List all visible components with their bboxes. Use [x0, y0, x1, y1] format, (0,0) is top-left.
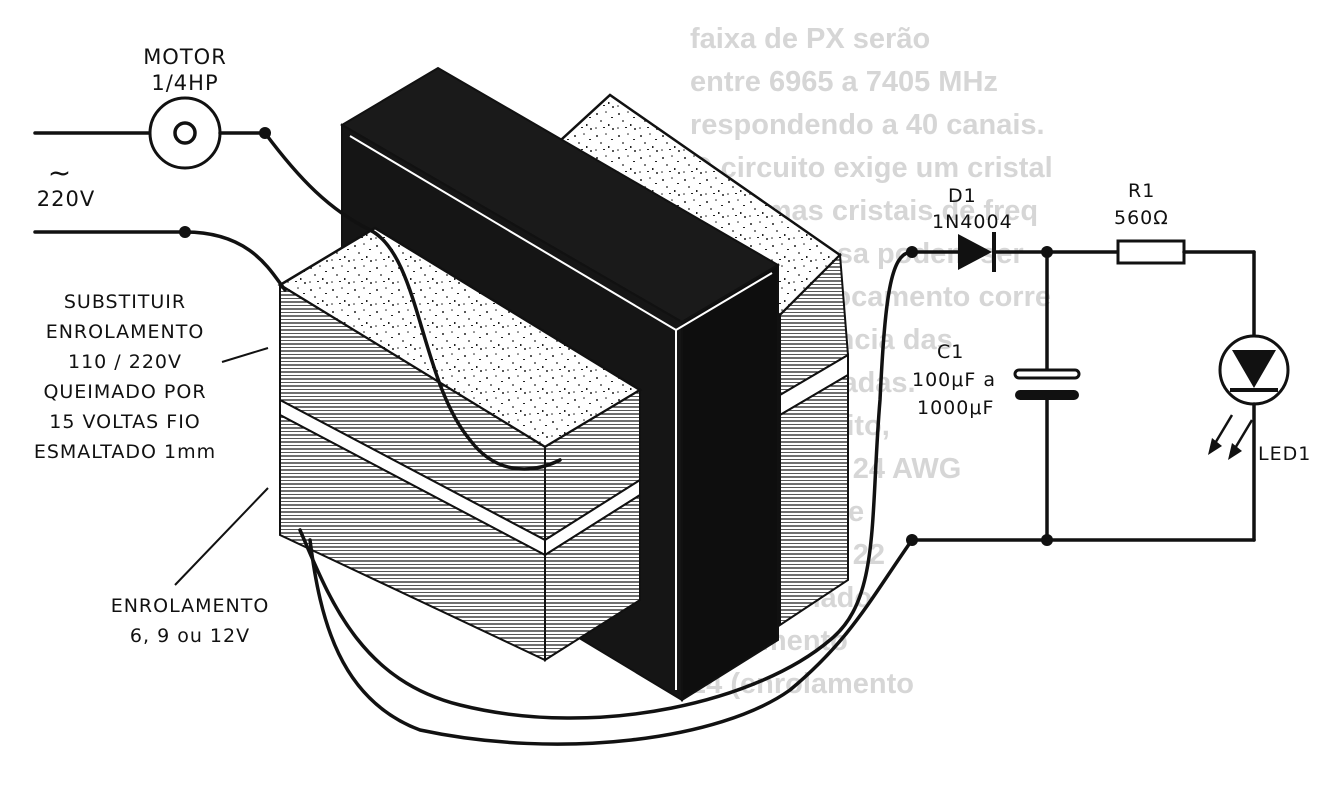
led1-name: LED1 — [1258, 443, 1311, 465]
background-text-line: respondendo a 40 canais. — [690, 109, 1045, 141]
enrolamento-line-1: ENROLAMENTO — [111, 595, 270, 617]
diode-d1 — [958, 234, 992, 270]
ac-input — [33, 96, 271, 238]
substituir-line-1: SUBSTITUIR — [64, 291, 186, 313]
background-text-line: faixa de PX serão — [690, 23, 930, 55]
substituir-line-3: 110 / 220V — [68, 351, 182, 373]
substituir-line-4: QUEIMADO POR — [43, 381, 206, 403]
c1-value-1: 100μF a — [912, 369, 996, 391]
enrolamento-leader — [174, 487, 269, 586]
motor-label: MOTOR — [143, 45, 227, 69]
r1-name: R1 — [1128, 180, 1155, 202]
enrolamento-line-2: 6, 9 ou 12V — [130, 625, 250, 647]
voltage-label: 220V — [37, 187, 95, 211]
background-text-line: O circuito exige um cristal — [690, 152, 1053, 184]
substituir-line-5: 15 VOLTAS FIO — [49, 411, 201, 433]
substituir-line-6: ESMALTADO 1mm — [34, 441, 216, 463]
c1-value-2: 1000μF — [917, 397, 994, 419]
capacitor-c1 — [1013, 368, 1081, 380]
background-text-line: entre 6965 a 7405 MHz — [690, 66, 998, 98]
coil-wires — [183, 131, 914, 746]
motor-symbol — [148, 96, 222, 170]
rectifier-circuit — [906, 232, 1290, 546]
front-coil — [277, 226, 643, 662]
c1-name: C1 — [937, 341, 964, 363]
labels: MOTOR 1/4HP ~ 220V SUBSTITUIR ENROLAMENT… — [34, 45, 1311, 647]
resistor-r1 — [1116, 239, 1186, 265]
d1-part: 1N4004 — [932, 211, 1013, 233]
ac-symbol: ~ — [48, 156, 72, 189]
substituir-leader — [221, 347, 269, 363]
substituir-line-2: ENROLAMENTO — [46, 321, 205, 343]
d1-name: D1 — [948, 185, 977, 207]
motor-power-label: 1/4HP — [151, 71, 218, 95]
r1-value: 560Ω — [1114, 207, 1169, 229]
